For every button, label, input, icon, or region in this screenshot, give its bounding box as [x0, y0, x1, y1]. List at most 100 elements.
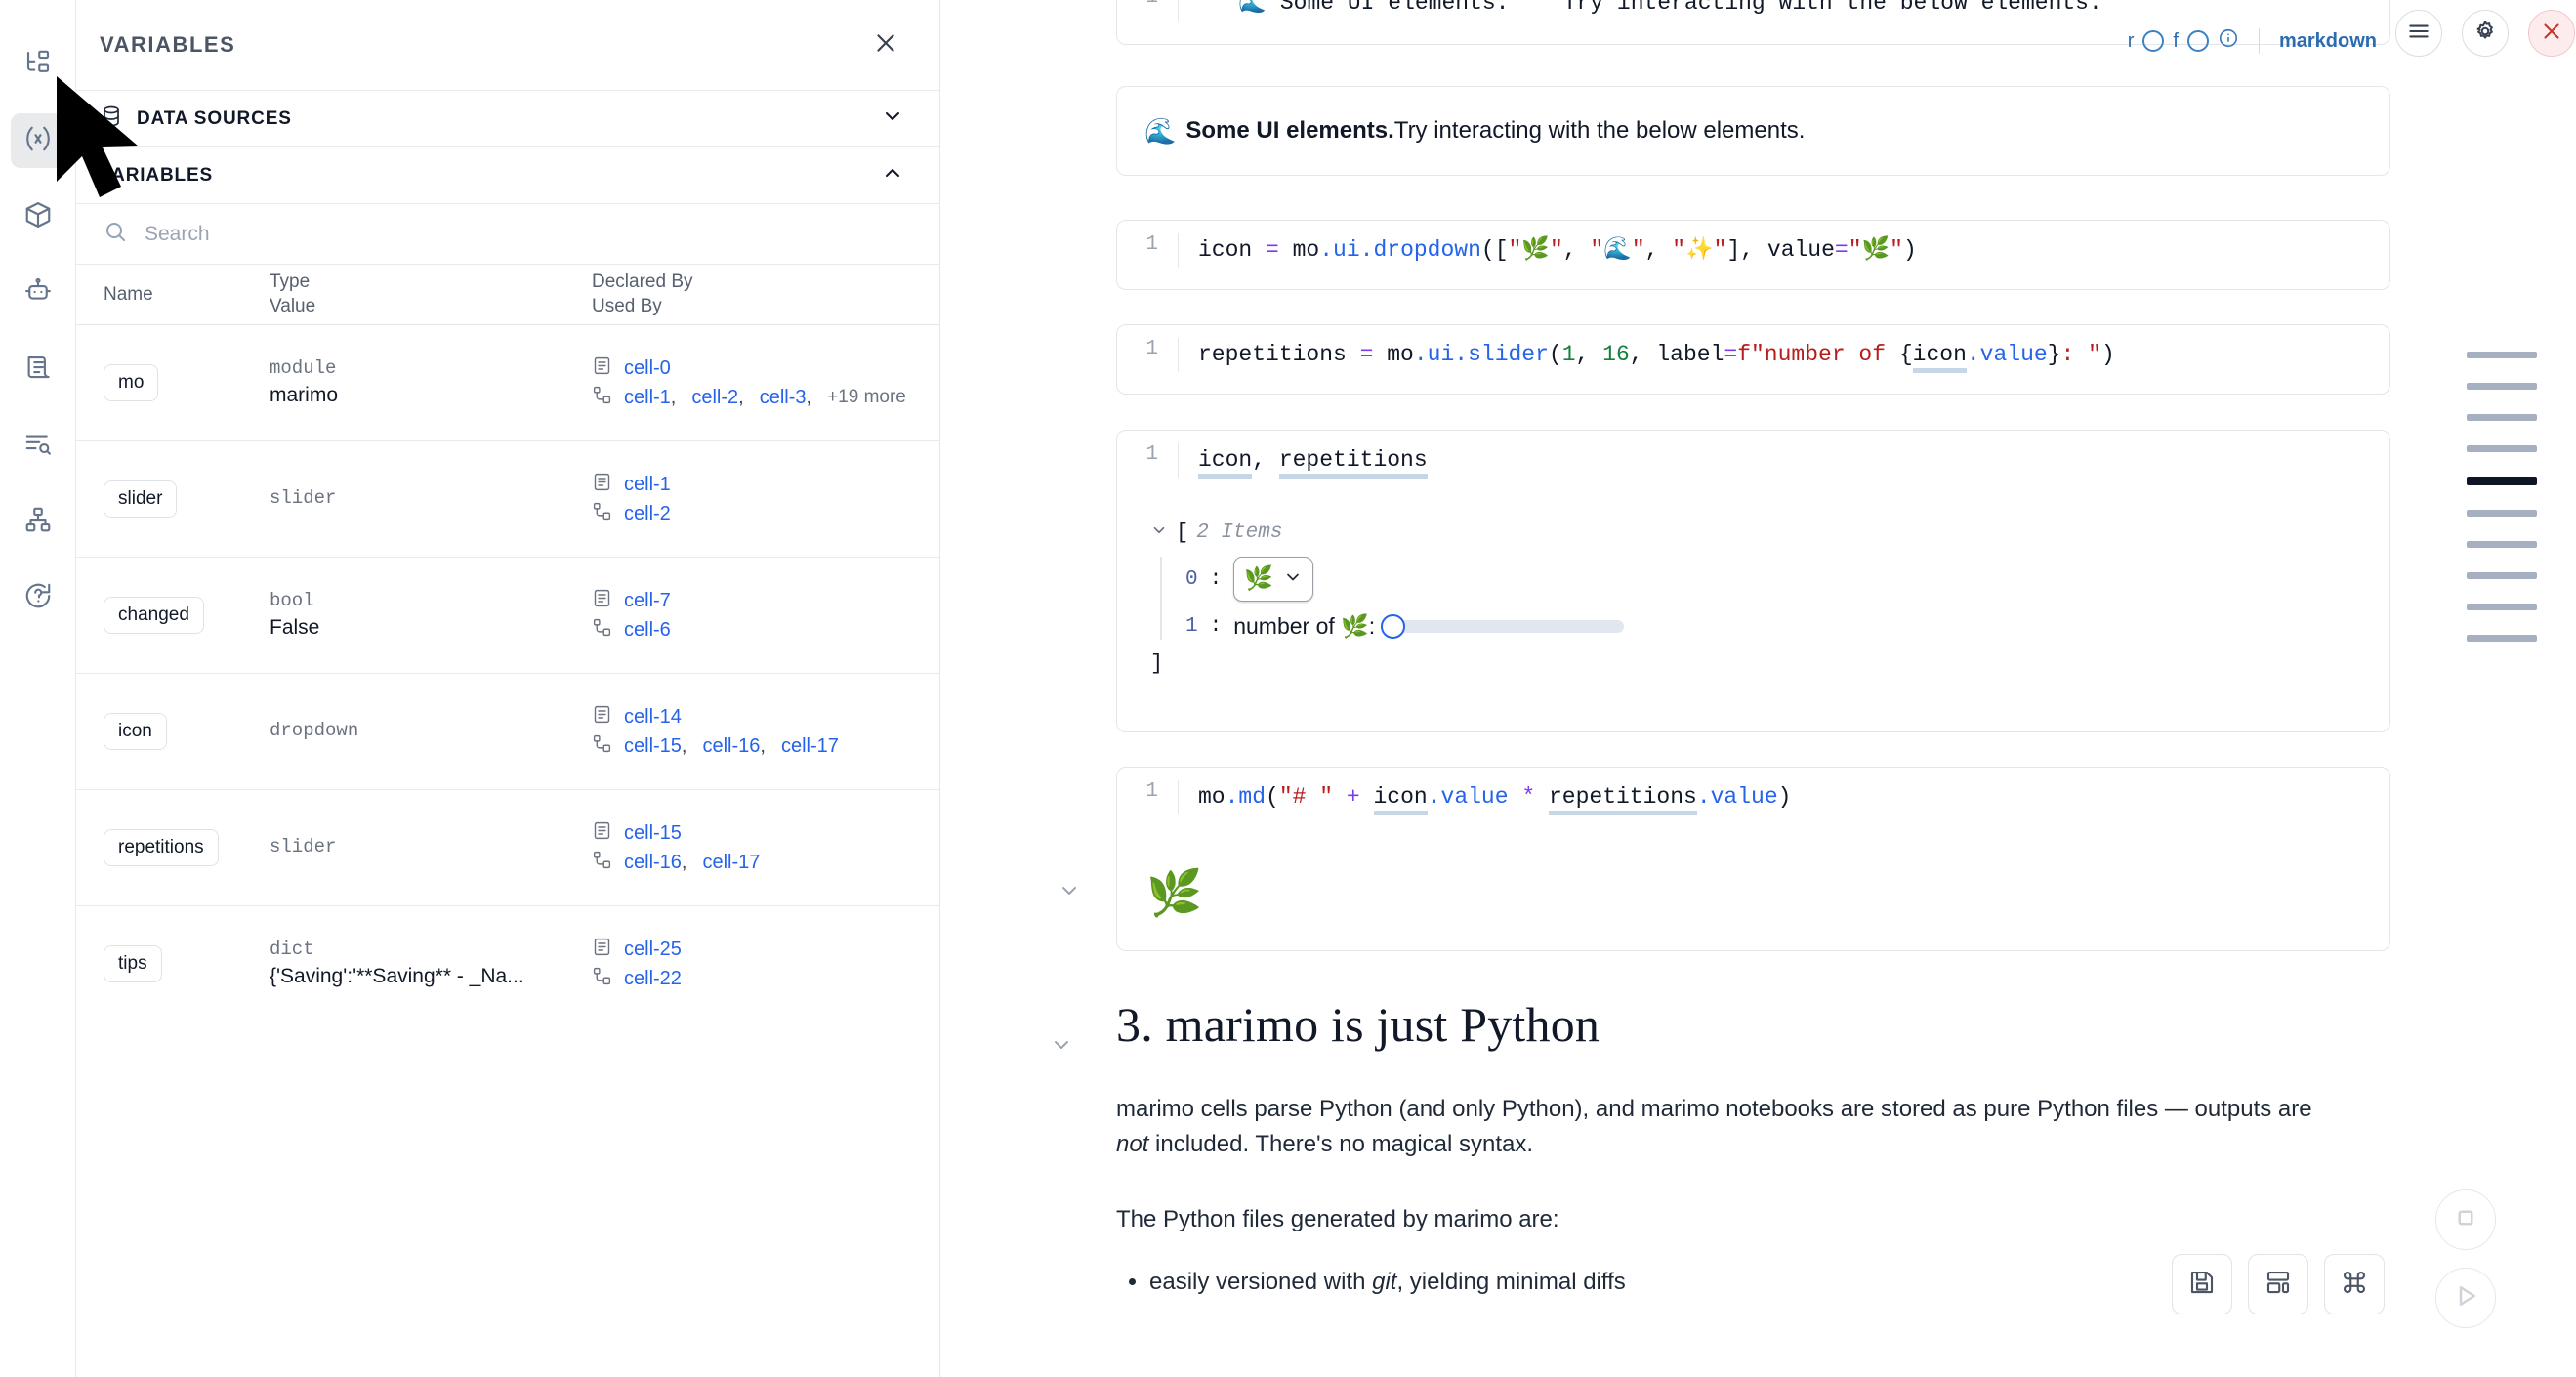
list-item-count: 2 Items — [1196, 522, 1283, 544]
database-icon — [100, 104, 123, 133]
cell-doc-icon — [592, 704, 612, 730]
cell-link[interactable]: cell-16 — [702, 734, 761, 757]
cell-link[interactable]: cell-15 — [624, 821, 682, 844]
search-input[interactable] — [143, 221, 904, 247]
cell-link[interactable]: cell-7 — [624, 589, 671, 611]
layout-button[interactable] — [2248, 1254, 2308, 1314]
used-by-more[interactable]: +19 more — [827, 387, 906, 407]
list-item: 1: number of 🌿: — [1185, 613, 2389, 640]
sidebar-item-file-tree[interactable] — [11, 37, 65, 92]
list-output-header[interactable]: [ 2 Items — [1150, 521, 2389, 545]
cell-language-label[interactable]: markdown — [2278, 29, 2377, 52]
variables-panel: VARIABLES DATA SOURCES VARIABLES Name — [76, 0, 940, 1377]
sidebar-item-help[interactable] — [11, 570, 65, 625]
leaf-emoji-icon: 🌿 — [1146, 867, 1203, 918]
sidebar-item-dependency-graph[interactable] — [11, 494, 65, 549]
column-header-name: Name — [104, 283, 153, 305]
minimap-bar[interactable] — [2467, 352, 2537, 358]
cell-settings-button[interactable] — [2462, 10, 2509, 57]
minimap-bar[interactable] — [2467, 604, 2537, 610]
chevron-down-icon[interactable] — [1150, 522, 1168, 545]
minimap-bar[interactable] — [2467, 383, 2537, 390]
info-icon[interactable] — [2218, 27, 2239, 55]
variable-name-pill[interactable]: slider — [104, 480, 178, 518]
slider-label: number of 🌿: — [1233, 613, 1376, 639]
cell-link[interactable]: cell-1 — [624, 386, 671, 408]
code-cell-markdown[interactable]: 1 mo.md("# " + icon.value * repetitions.… — [1116, 767, 2390, 837]
section-collapse-toggle[interactable] — [1050, 1033, 1073, 1062]
column-header-type: Type — [270, 271, 311, 293]
code-cell-display[interactable]: 1 icon, repetitions — [1116, 430, 2390, 500]
save-button[interactable] — [2172, 1254, 2232, 1314]
table-header-row: Name Type Value Declared By Used By — [76, 265, 939, 325]
cell-link[interactable]: cell-15 — [624, 734, 682, 757]
cell-link[interactable]: cell-17 — [780, 734, 839, 757]
column-header-value: Value — [270, 295, 316, 316]
sidebar-item-chat[interactable] — [11, 266, 65, 320]
cell-link[interactable]: cell-14 — [624, 705, 682, 728]
section-data-sources[interactable]: DATA SOURCES — [76, 91, 939, 147]
cell-link[interactable]: cell-25 — [624, 938, 682, 960]
code-cell-icon[interactable]: 1 icon = mo.ui.dropdown(["🌿", "🌊", "✨"],… — [1116, 220, 2390, 290]
flag-f-toggle[interactable] — [2186, 30, 2209, 52]
cell-link[interactable]: cell-16 — [624, 851, 682, 873]
section-variables[interactable]: VARIABLES — [76, 147, 939, 204]
dropdown-icon-select[interactable]: 🌿 — [1233, 557, 1314, 602]
chevron-up-icon[interactable] — [881, 161, 904, 189]
dependency-graph-icon — [23, 505, 53, 539]
cell-link[interactable]: cell-6 — [624, 618, 671, 641]
sidebar-item-packages[interactable] — [11, 189, 65, 244]
table-row[interactable]: icon dropdown cell-14 cell-15,cell-16,cell-… — [76, 674, 939, 790]
flag-r-toggle[interactable] — [2142, 30, 2165, 52]
minimap-bar[interactable] — [2467, 635, 2537, 642]
minimap-bar[interactable] — [2467, 572, 2537, 579]
minimap-bar[interactable] — [2467, 477, 2537, 485]
cell-menu-button[interactable] — [2395, 10, 2442, 57]
markdown-output: 🌊 Some UI elements. Try interacting with… — [1116, 86, 2390, 176]
used-by-line: cell-15,cell-16,cell-17 — [592, 733, 924, 759]
output-collapse-toggle[interactable] — [1058, 879, 1081, 907]
cell-delete-button[interactable] — [2528, 10, 2575, 57]
cell-link[interactable]: cell-1 — [624, 473, 671, 495]
minimap[interactable] — [2467, 352, 2549, 666]
cell-link[interactable]: cell-22 — [624, 967, 682, 989]
minimap-bar[interactable] — [2467, 414, 2537, 421]
cell-doc-icon — [592, 355, 612, 381]
minimap-bar[interactable] — [2467, 445, 2537, 452]
bullet-list: easily versioned with git, yielding mini… — [1116, 1265, 2395, 1300]
shortcuts-button[interactable] — [2324, 1254, 2385, 1314]
chevron-down-icon[interactable] — [881, 104, 904, 133]
variable-type: dropdown — [270, 720, 359, 742]
scratchpad-icon — [23, 353, 53, 387]
slider-repetitions[interactable] — [1381, 614, 1625, 639]
close-panel-button[interactable] — [867, 26, 904, 63]
sidebar-item-logs[interactable] — [11, 418, 65, 473]
sidebar-item-variables[interactable] — [10, 113, 65, 168]
sidebar-item-scratchpad[interactable] — [11, 342, 65, 396]
slider-thumb[interactable] — [1381, 614, 1406, 639]
minimap-bar[interactable] — [2467, 541, 2537, 548]
code-cell-top[interactable]: 1 """🌊 Some UI elements.""" Try interact… — [1116, 0, 2390, 45]
interrupt-button[interactable] — [2435, 1189, 2496, 1250]
cell-link[interactable]: cell-0 — [624, 356, 671, 379]
variable-name-pill[interactable]: repetitions — [104, 829, 219, 866]
save-icon — [2187, 1268, 2217, 1302]
run-all-button[interactable] — [2435, 1268, 2496, 1328]
cell-link[interactable]: cell-17 — [702, 851, 761, 873]
cell-link[interactable]: cell-3 — [759, 386, 807, 408]
variable-value: {'Saving':'**Saving** - _Na... — [270, 964, 524, 987]
cell-link[interactable]: cell-2 — [691, 386, 739, 408]
code-cell-repetitions[interactable]: 1 repetitions = mo.ui.slider(1, 16, labe… — [1116, 324, 2390, 395]
minimap-bar[interactable] — [2467, 510, 2537, 517]
variable-name-pill[interactable]: changed — [104, 597, 204, 634]
variable-name-pill[interactable]: icon — [104, 713, 167, 750]
cell-link[interactable]: cell-2 — [624, 502, 671, 524]
variable-name-pill[interactable]: tips — [104, 945, 162, 982]
code-text: icon = mo.ui.dropdown(["🌿", "🌊", "✨"], v… — [1178, 233, 1917, 268]
variable-name-pill[interactable]: mo — [104, 364, 159, 401]
